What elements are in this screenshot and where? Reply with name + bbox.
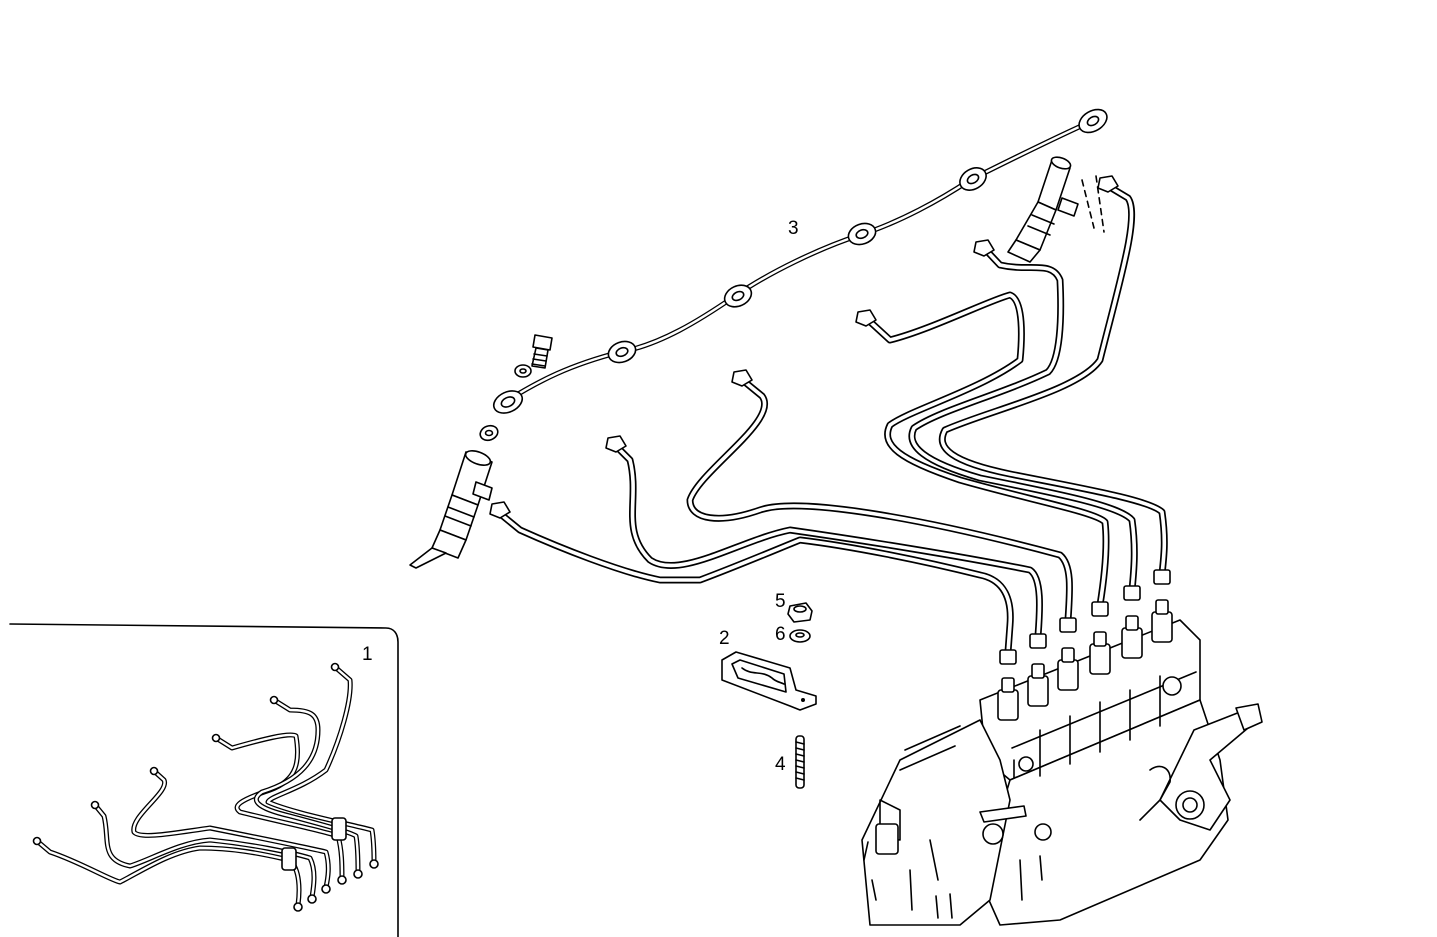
pipe-union-nut: [605, 435, 627, 453]
delivery-valve-holder: [997, 677, 1019, 721]
banjo-fitting: [1078, 108, 1108, 134]
inset-pipe-bundle: [32, 662, 379, 912]
banjo-fitting: [723, 284, 753, 308]
sealing-washer: [479, 424, 499, 442]
fuel-injector-left: [409, 450, 493, 569]
delivery-valve-holder: [1057, 647, 1079, 691]
leak-off-line-assembly: [479, 108, 1108, 442]
sealing-washer: [514, 364, 532, 378]
callout-2: 2: [719, 628, 730, 649]
callout-1: 1: [362, 644, 373, 665]
pipe-union-nut: [1123, 585, 1141, 601]
callout-6: 6: [775, 624, 786, 645]
pipe-clamp-bracket: [721, 651, 817, 711]
pipe-union-nut: [999, 649, 1017, 665]
washer: [789, 629, 811, 643]
callout-3: 3: [788, 218, 799, 239]
banjo-fitting: [959, 167, 987, 191]
pipe-union-nut: [1029, 633, 1047, 649]
banjo-fitting: [607, 340, 637, 364]
nut: [787, 602, 813, 623]
pipe-union-nut: [1153, 569, 1171, 585]
banjo-fitting: [847, 222, 877, 246]
delivery-valve-holder: [1027, 663, 1049, 707]
inset-pipe-set: [9, 623, 399, 937]
injection-pump: [861, 599, 1263, 926]
callout-5: 5: [775, 591, 786, 612]
pipe-union-nut: [1091, 601, 1109, 617]
pipe-union-nut: [489, 501, 511, 519]
fuel-injector-right: [1007, 156, 1105, 263]
callout-4: 4: [775, 754, 786, 775]
injection-lines-bundle: [489, 175, 1171, 665]
pipe-union-nut: [855, 309, 877, 327]
pipe-union-nut: [731, 369, 753, 387]
banjo-bolt: [531, 334, 553, 369]
pipe-union-nut: [1097, 175, 1119, 193]
delivery-valve-holder: [1089, 631, 1111, 675]
pipe-union-nut: [1059, 617, 1077, 633]
delivery-valve-holder: [1121, 615, 1143, 659]
delivery-valve-holder: [1151, 599, 1173, 643]
stud: [795, 735, 805, 789]
pipe-union-nut: [973, 239, 995, 257]
banjo-fitting: [492, 390, 524, 414]
